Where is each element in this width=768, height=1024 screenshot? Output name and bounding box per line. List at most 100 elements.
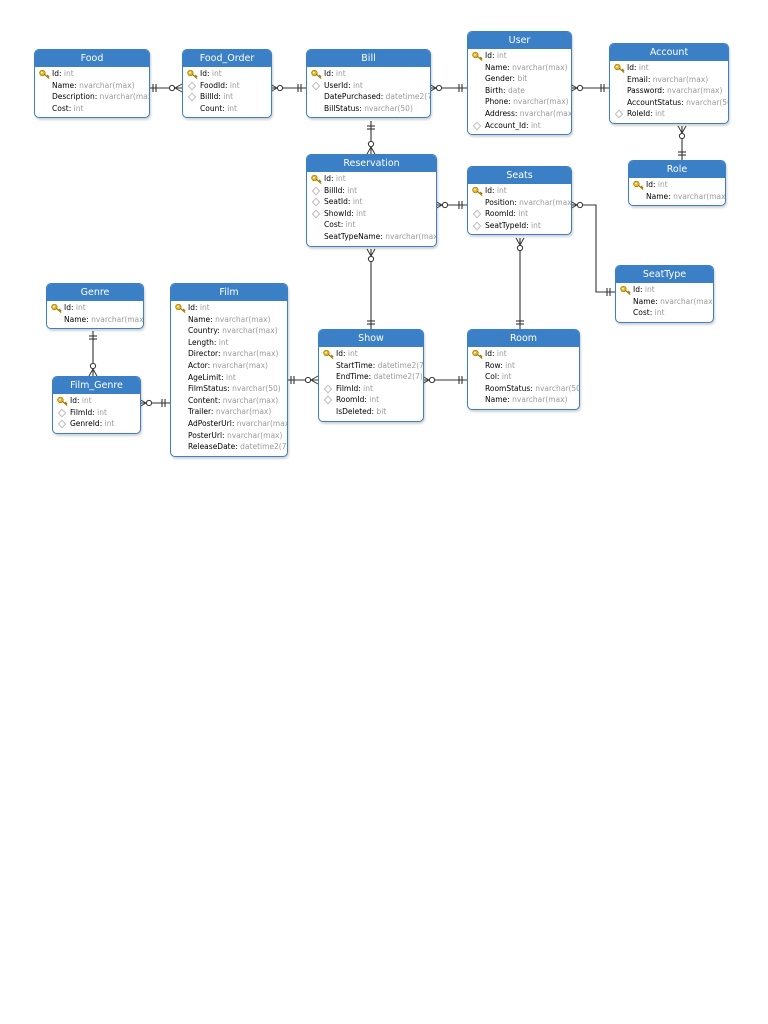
column-type: nvarchar(max) xyxy=(652,74,709,84)
column-type: nvarchar(max) xyxy=(215,314,271,324)
column-separator: : xyxy=(86,314,92,324)
column-name: AdPosterUrl xyxy=(188,418,232,428)
column-row: Name: nvarchar(max) xyxy=(616,296,713,308)
cardinality-one-marker xyxy=(600,84,605,92)
cardinality-many-marker xyxy=(428,83,443,93)
relationship-bill-food-order xyxy=(269,83,306,93)
column-type: nvarchar(50) xyxy=(364,103,413,113)
column-row: Content: nvarchar(max) xyxy=(171,395,287,407)
column-row: Phone: nvarchar(max) xyxy=(468,96,571,108)
column-name: Position xyxy=(485,197,515,207)
column-name: Name xyxy=(64,314,87,324)
column-separator: : xyxy=(513,209,519,219)
table-title: Show xyxy=(319,330,423,347)
column-name: FilmStatus xyxy=(188,384,228,394)
column-separator: : xyxy=(380,231,386,241)
column-separator: : xyxy=(222,103,228,113)
cardinality-many-marker xyxy=(677,125,687,140)
column-row: BillStatus: nvarchar(50) xyxy=(307,103,430,115)
column-separator: : xyxy=(530,383,536,393)
column-name: Birth xyxy=(485,85,504,95)
cardinality-one-marker xyxy=(152,84,157,92)
cardinality-one-marker xyxy=(458,201,463,209)
column-type: int xyxy=(655,109,665,119)
column-separator: : xyxy=(668,191,674,201)
cardinality-one-marker xyxy=(516,320,524,325)
column-type: int xyxy=(369,395,380,405)
column-name: Cost xyxy=(633,308,650,318)
column-separator: : xyxy=(633,63,639,72)
column-type: nvarchar(50) xyxy=(535,383,580,393)
column-type: int xyxy=(518,209,529,219)
column-separator: : xyxy=(74,80,80,90)
column-type: nvarchar(max) xyxy=(91,314,144,324)
column-type: int xyxy=(227,103,237,113)
column-row: IsDeleted: bit xyxy=(319,406,423,418)
column-type: int xyxy=(363,383,373,393)
column-separator: : xyxy=(76,396,82,405)
column-name: Actor xyxy=(188,360,208,370)
cardinality-one-marker xyxy=(297,84,302,92)
column-row: FoodId: int xyxy=(183,80,271,92)
cardinality-one-marker xyxy=(367,320,375,325)
column-separator: : xyxy=(358,383,364,393)
column-name: RoleId xyxy=(627,109,651,119)
column-type: nvarchar(max) xyxy=(99,92,150,102)
column-separator: : xyxy=(231,418,237,428)
column-row: Cost: int xyxy=(307,219,436,231)
column-name: Name xyxy=(646,191,669,201)
table-title: Bill xyxy=(307,50,430,67)
column-separator: : xyxy=(496,372,502,382)
column-separator: : xyxy=(348,80,353,90)
column-separator: : xyxy=(364,395,370,405)
column-row: Account_Id: int xyxy=(468,120,571,132)
relationship-film-show xyxy=(286,375,319,385)
column-type: int xyxy=(505,360,515,370)
column-type: int xyxy=(223,92,234,102)
column-name: Name xyxy=(52,80,75,90)
column-separator: : xyxy=(639,285,645,294)
column-name: EndTime xyxy=(336,372,369,382)
column-type: int xyxy=(501,372,512,382)
column-type: datetime2(7) xyxy=(377,360,424,370)
column-name: UserId xyxy=(324,80,349,90)
column-row: EndTime: datetime2(7) xyxy=(319,371,423,383)
column-row: FilmStatus: nvarchar(50) xyxy=(171,383,287,395)
column-separator: : xyxy=(330,174,336,183)
column-name: SeatId xyxy=(324,197,348,207)
table-title: Seats xyxy=(468,167,571,184)
cardinality-many-marker xyxy=(366,140,376,155)
column-row: ReleaseDate: datetime2(7) xyxy=(171,441,287,453)
column-row: Id: int xyxy=(468,185,571,197)
column-row: Country: nvarchar(max) xyxy=(171,325,287,337)
column-separator: : xyxy=(207,360,213,370)
column-separator: : xyxy=(359,103,365,113)
column-row: Id: int xyxy=(307,68,430,80)
column-type: int xyxy=(63,69,74,78)
relationship-show-reservation xyxy=(366,248,376,329)
table-title: Genre xyxy=(47,284,143,301)
column-row: Name: nvarchar(max) xyxy=(35,80,149,92)
column-type: nvarchar(max) xyxy=(236,418,288,428)
column-name: Email xyxy=(627,74,648,84)
column-separator: : xyxy=(58,69,64,78)
column-separator: : xyxy=(68,103,74,113)
